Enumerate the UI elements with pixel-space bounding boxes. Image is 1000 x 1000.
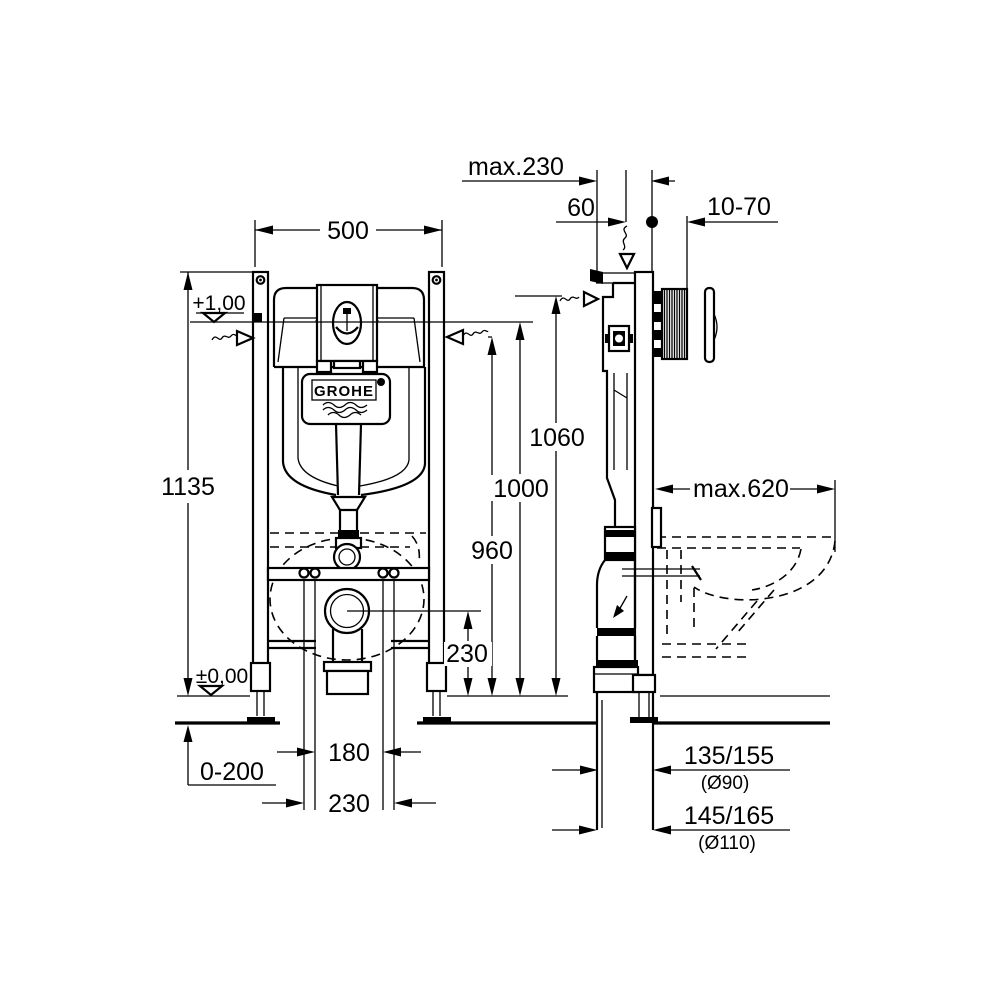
- dim-outlet-height-label: 230: [446, 640, 488, 668]
- dim-fixing-outer-label: 230: [328, 790, 370, 818]
- bowl-outline-front: [269, 537, 425, 661]
- frame-rail-right: [423, 270, 451, 723]
- upper-datum-label: +1,00: [192, 292, 245, 315]
- dim-1000-label: 1000: [493, 475, 549, 503]
- dim-height-label: 1135: [161, 473, 215, 501]
- dim-outlet1-label: 135/155: [684, 742, 774, 770]
- datum-triangle-icon: [196, 684, 226, 697]
- dim-fixing-bolts: 180 230: [262, 580, 436, 818]
- floor-datum-label: ±0,00: [196, 665, 248, 688]
- wall-bracket: [590, 269, 635, 284]
- insulation-pad: [650, 506, 663, 549]
- mounting-crossbar: [266, 566, 431, 650]
- wall-break-right-icon: [444, 328, 492, 346]
- wall-break-side-icon: [559, 290, 601, 308]
- flush-plate: [703, 286, 718, 364]
- flush-access-box: [315, 283, 379, 374]
- dim-height: 1135: [161, 271, 253, 696]
- flush-shaft: [654, 287, 689, 361]
- dim-1000: 1000: [489, 322, 553, 696]
- datum-triangle-icon: [199, 311, 229, 324]
- dim-60: 60: [556, 194, 636, 271]
- dim-outlet2-label: 145/165: [684, 802, 774, 830]
- dim-1060-label: 1060: [529, 424, 585, 452]
- drain-outlet: [322, 587, 373, 696]
- dim-width-label: 500: [327, 217, 369, 245]
- dim-width: 500: [254, 217, 443, 267]
- dim-10-70-label: 10-70: [707, 193, 771, 221]
- bowl-outline-side: [657, 536, 836, 658]
- dim-floor-buildup: 0-200: [183, 725, 276, 786]
- side-view: [590, 269, 836, 830]
- dim-max620-label: max.620: [693, 475, 789, 503]
- dim-60-label: 60: [567, 194, 595, 222]
- front-view: GROHE: [247, 270, 451, 723]
- dim-max620: max.620: [655, 475, 836, 552]
- dim-outlet-1: 135/155 (Ø90): [552, 742, 790, 794]
- wall-break-left-icon: [211, 329, 256, 347]
- registered-mark-icon: [377, 378, 385, 386]
- flow-arrow-icon: [613, 605, 624, 618]
- dim-outlet2-dia-label: (Ø110): [698, 833, 756, 854]
- brand-logo-text: GROHE: [314, 383, 374, 400]
- flush-pipe-connector: [332, 542, 362, 572]
- dim-outlet-2: 145/165 (Ø110): [552, 802, 790, 854]
- dim-fixing-inner-label: 180: [328, 739, 370, 767]
- datum-zero: ±0,00: [196, 665, 248, 697]
- dim-floor-buildup-label: 0-200: [200, 758, 264, 786]
- side-frame-channel: [592, 270, 658, 830]
- datum-plus-100: +1,00: [190, 292, 533, 324]
- logo-waves-icon: [322, 401, 368, 419]
- datum-triangle-icon: [618, 252, 636, 271]
- grohe-logo: GROHE: [300, 372, 392, 426]
- dim-outlet1-dia-label: (Ø90): [701, 773, 750, 794]
- dim-960-label: 960: [471, 537, 513, 565]
- fixing-stud: [622, 565, 702, 581]
- dim-1060: 1060: [515, 295, 589, 696]
- dim-10-70: 10-70: [646, 193, 778, 290]
- dim-960: 960: [467, 337, 517, 696]
- dimensions: 500 1135 +1,00 ±0,00: [161, 153, 836, 854]
- frame-rail-left: [247, 270, 275, 723]
- dim-max230-label: max.230: [468, 153, 564, 181]
- dim-max230: max.230: [462, 153, 675, 272]
- wall-reference-dot-icon: [646, 216, 658, 228]
- dim-outlet-height: 230: [347, 610, 492, 696]
